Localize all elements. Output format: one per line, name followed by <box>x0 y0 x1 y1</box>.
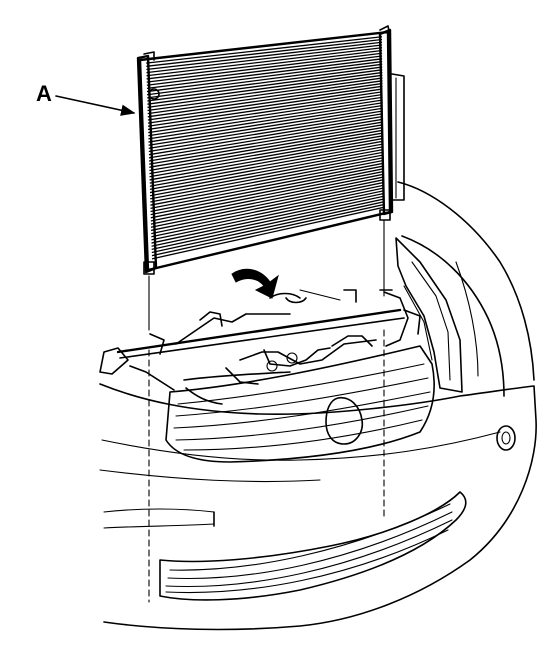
fin-line <box>151 190 384 241</box>
fin-line <box>150 154 384 200</box>
fog-lamp <box>496 425 516 451</box>
fin-line <box>149 129 384 172</box>
fin-line <box>149 140 384 184</box>
fin-line <box>150 181 384 232</box>
ac-condenser <box>136 25 405 275</box>
fin-line <box>148 99 383 137</box>
fin-line <box>150 157 384 203</box>
fin-line <box>147 71 383 105</box>
fin-line <box>151 201 384 254</box>
fin-line <box>149 146 384 191</box>
alignment-lines <box>148 219 385 603</box>
fin-line <box>149 151 384 197</box>
fin-line <box>149 132 384 175</box>
headlight <box>395 237 463 393</box>
fin-line <box>148 121 384 162</box>
fin-line <box>147 77 383 112</box>
upper-left-mount <box>148 88 160 100</box>
fender-outline <box>397 181 535 381</box>
lower-grille <box>159 491 467 601</box>
fin-line <box>151 184 384 235</box>
fin-line <box>147 85 383 121</box>
fin-line <box>149 137 384 181</box>
fin-line <box>150 162 384 209</box>
fin-line <box>149 143 384 187</box>
fin-line <box>150 159 384 206</box>
fin-line <box>148 124 384 165</box>
fin-line <box>146 58 383 90</box>
fin-line <box>146 52 383 83</box>
upper-grille <box>165 345 436 463</box>
fin-line <box>147 74 383 108</box>
fin-line <box>146 38 383 67</box>
fin-line <box>151 195 384 247</box>
fin-line <box>147 91 383 127</box>
fin-line <box>148 96 383 134</box>
fin-line <box>147 66 383 99</box>
fin-line <box>146 63 383 96</box>
fin-line <box>149 148 384 194</box>
radiator-support <box>99 289 421 405</box>
grille-emblem <box>325 396 364 445</box>
fin-line <box>147 82 383 118</box>
fin-line <box>146 36 383 64</box>
removal-direction-arrow <box>231 268 279 299</box>
fin-line <box>150 173 384 222</box>
fin-line <box>148 102 383 140</box>
fin-line <box>147 80 383 115</box>
fin-line <box>146 55 383 86</box>
fin-line <box>150 170 384 219</box>
lower-right-mount-pin <box>379 209 391 221</box>
fin-line <box>151 192 384 244</box>
fin-line <box>151 198 384 251</box>
callout-a-leader <box>55 95 136 116</box>
fin-line <box>151 187 384 238</box>
front-bumper <box>99 383 537 631</box>
fin-line <box>147 69 383 102</box>
lower-left-mount-pin <box>143 261 155 275</box>
callout-a: A <box>36 81 136 116</box>
fin-line <box>147 93 383 131</box>
fin-line <box>146 47 383 77</box>
fin-line <box>148 107 383 146</box>
fin-line <box>151 203 384 257</box>
fin-line <box>150 168 384 216</box>
fin-line <box>148 118 384 159</box>
fin-line <box>148 115 384 156</box>
fin-line <box>146 60 383 93</box>
fin-line <box>149 135 384 178</box>
condenser-core-fins <box>146 36 384 260</box>
fin-line <box>150 176 384 225</box>
fin-line <box>151 206 384 260</box>
fin-line <box>146 44 383 74</box>
callout-a-label: A <box>36 81 52 106</box>
fin-line <box>148 110 383 150</box>
fin-line <box>148 104 383 143</box>
fin-line <box>149 126 384 168</box>
fin-line <box>148 113 384 153</box>
fin-line <box>150 179 384 228</box>
fin-line <box>146 41 383 71</box>
fin-line <box>146 49 383 80</box>
receiver-dryer <box>391 73 405 201</box>
fin-line <box>150 165 384 213</box>
vehicle-front <box>99 181 537 631</box>
fender-inner-line <box>401 235 505 397</box>
fin-line <box>147 88 383 124</box>
